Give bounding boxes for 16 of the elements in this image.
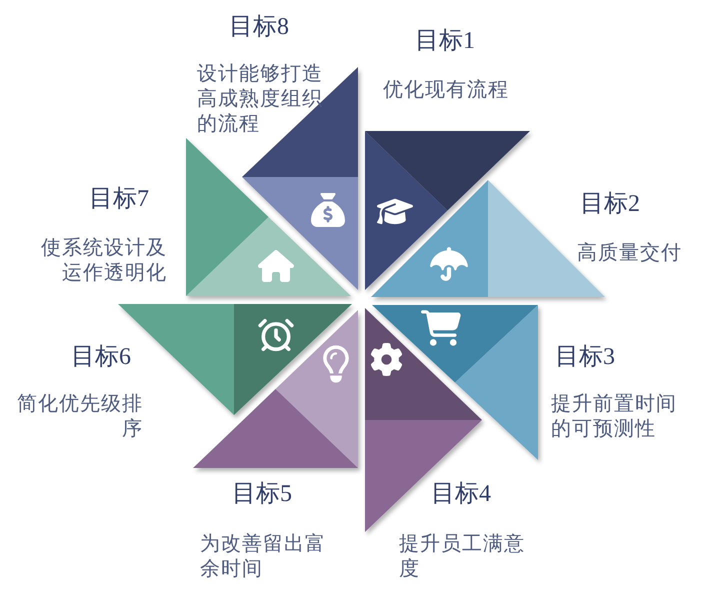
goal-description: 使系统设计及运作透明化 xyxy=(40,235,167,285)
goal-heading: 目标5 xyxy=(232,480,292,508)
goal-description: 提升员工满意度 xyxy=(399,531,526,581)
goal-heading: 目标3 xyxy=(555,343,615,371)
goal-heading: 目标2 xyxy=(580,190,640,218)
goal-heading: 目标7 xyxy=(89,185,149,213)
goal-description: 提升前置时间的可预测性 xyxy=(551,391,678,441)
goal-heading: 目标6 xyxy=(71,343,131,371)
goal-description: 优化现有流程 xyxy=(383,77,510,102)
goal-description: 简化优先级排序 xyxy=(16,391,143,441)
goal-description: 设计能够打造高成熟度组织的流程 xyxy=(197,61,324,136)
goal-description: 高质量交付 xyxy=(577,240,683,265)
goal-description: 为改善留出富余时间 xyxy=(200,531,327,581)
goal-heading: 目标1 xyxy=(415,27,475,55)
goal-heading: 目标8 xyxy=(229,13,289,41)
goal-heading: 目标4 xyxy=(431,480,491,508)
